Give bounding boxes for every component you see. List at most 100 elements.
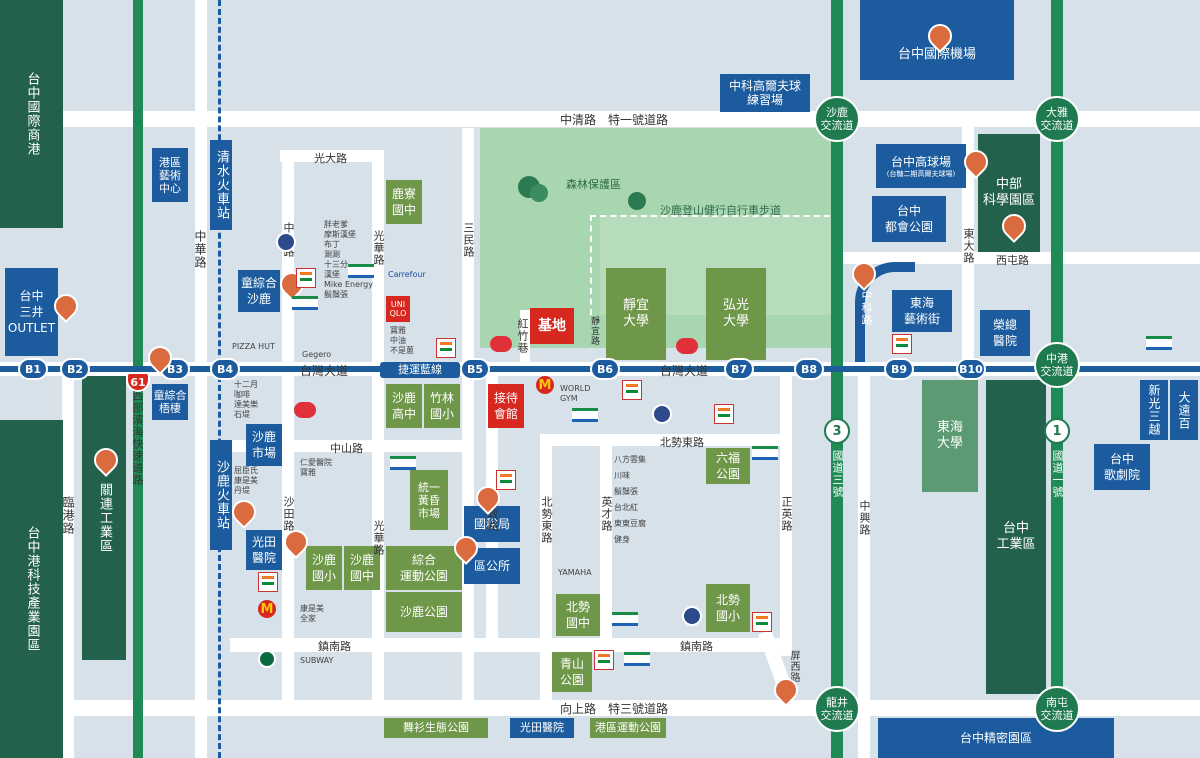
freeway-3-shield[interactable]: 3 — [824, 418, 850, 444]
zhennan-road-label-2: 鎮南路 — [680, 640, 713, 653]
tongyi-market[interactable]: 統一 黃昏 市場 — [410, 470, 448, 530]
guangtian-hospital[interactable]: 光田 醫院 — [246, 530, 282, 570]
shop-list-6: 康是美 全家 — [300, 604, 324, 623]
wushe-eco-park[interactable]: 舞衫生態公園 — [384, 718, 488, 738]
yingcai-road — [600, 440, 612, 640]
guangtian-hospital-bottom[interactable]: 光田醫院 — [510, 718, 574, 738]
zhongqing-road-label: 中清路 特一號道路 — [560, 113, 669, 127]
yamaha-label: YAMAHA — [558, 568, 592, 577]
shatian-road-label: 沙田路 — [282, 496, 295, 532]
tunghai-art-street[interactable]: 東海 藝術街 — [892, 290, 952, 332]
station-b5[interactable]: B5 — [460, 358, 490, 380]
shalu-senior-high[interactable]: 沙鹿 高中 — [386, 384, 422, 428]
freeway-1-shield[interactable]: 1 — [1044, 418, 1070, 444]
port-industry-park[interactable]: 台中港科技產業園區 — [0, 420, 63, 758]
freeway-3 — [831, 0, 843, 758]
reception-center[interactable]: 接待 會館 — [488, 384, 524, 428]
station-b7[interactable]: B7 — [724, 358, 754, 380]
zhennan-road — [230, 638, 790, 652]
taichung-port[interactable]: 台中國際商港 — [0, 0, 63, 228]
sports-park[interactable]: 綜合 運動公園 — [386, 546, 462, 590]
landmark-marker-icon[interactable] — [227, 495, 261, 529]
station-b1[interactable]: B1 — [18, 358, 48, 380]
familymart-icon — [390, 456, 416, 470]
zhongxing-road-label: 中興路 — [858, 500, 871, 536]
station-b4[interactable]: B4 — [210, 358, 240, 380]
shop-list-1: 胖老爹 摩斯漢堡 布丁 涮涮 十三分 漢堡 Mike Energy 鬍鬚張 — [324, 220, 373, 299]
qingshui-station[interactable]: 清水火車站 — [210, 140, 232, 230]
station-b6[interactable]: B6 — [590, 358, 620, 380]
child-hospital-wuqi[interactable]: 童綜合 梧棲 — [152, 384, 188, 420]
liufu-park[interactable]: 六福 公園 — [706, 448, 750, 484]
shalu-junior-high[interactable]: 沙鹿 國中 — [344, 546, 380, 590]
port-art-center[interactable]: 港區 藝術 中心 — [152, 148, 188, 202]
zhongke-road-label: 中科路 — [860, 290, 873, 326]
far-eastern-department[interactable]: 大遠百 — [1170, 380, 1198, 440]
tree-icon — [628, 192, 646, 210]
golf-course-name: 台中高球場 — [890, 154, 951, 169]
hungkuang-university[interactable]: 弘光 大學 — [706, 268, 766, 360]
xitun-road-label: 西屯路 — [996, 254, 1029, 267]
port-sports-park[interactable]: 港區運動公園 — [590, 718, 666, 738]
mitsui-outlet[interactable]: 台中 三井 OUTLET — [5, 268, 58, 356]
shalu-elementary[interactable]: 沙鹿 國小 — [306, 546, 342, 590]
daya-interchange[interactable]: 大雅 交流道 — [1034, 96, 1080, 142]
tax-bureau[interactable]: 國稅局 — [464, 506, 520, 542]
gegero-label: Gegero — [302, 350, 332, 359]
shalu-park[interactable]: 沙鹿公園 — [386, 592, 462, 632]
station-b2[interactable]: B2 — [60, 358, 90, 380]
mcdonalds-icon: M — [536, 376, 554, 394]
carrefour-label: Carrefour — [388, 270, 426, 279]
freeway-1-label: 國道一號 — [1051, 450, 1064, 498]
seven-eleven-icon — [594, 650, 614, 670]
rtmart-icon — [652, 404, 672, 424]
zhonghua-road-label: 中華路 — [193, 230, 207, 269]
zhengying-road-label: 正英路 — [780, 496, 793, 532]
xiangshang-road — [0, 700, 1200, 716]
shalu-interchange[interactable]: 沙鹿 交流道 — [814, 96, 860, 142]
precision-park[interactable]: 台中精密園區 — [878, 718, 1114, 758]
beishi-junior-high[interactable]: 北勢 國中 — [556, 594, 600, 636]
taichung-industrial-zone[interactable]: 台中 工業區 — [986, 380, 1046, 694]
hilife-icon — [490, 336, 512, 352]
guanghua-road-label: 光華路 — [372, 230, 385, 266]
sanmin-road-label: 三民路 — [462, 222, 475, 258]
shalu-market[interactable]: 沙鹿 市場 — [246, 424, 282, 466]
zhonggang-interchange[interactable]: 中港 交流道 — [1034, 342, 1080, 388]
development-site[interactable]: 基地 — [530, 308, 574, 344]
hilife-icon — [294, 402, 316, 418]
shalu-station[interactable]: 沙鹿火車站 — [210, 440, 232, 550]
metropolitan-park[interactable]: 台中 都會公園 — [872, 196, 946, 242]
zhulin-elementary[interactable]: 竹林 國小 — [424, 384, 460, 428]
providence-university[interactable]: 靜宜 大學 — [606, 268, 666, 360]
beishi-dong-road-label: 北勢東路 — [660, 436, 704, 449]
national-theater[interactable]: 台中 歌劇院 — [1094, 444, 1150, 490]
lulu-junior-high[interactable]: 鹿寮 國中 — [386, 180, 422, 224]
hongzhu-lane-label: 紅竹巷 — [516, 318, 529, 354]
station-b10[interactable]: B10 — [956, 358, 986, 380]
shop-list-3: 十二月 咖啡 達美樂 石堤 — [234, 380, 258, 419]
station-b8[interactable]: B8 — [794, 358, 824, 380]
guanlian-industrial[interactable]: 關連工業區 — [82, 376, 126, 660]
guangda-road-label: 光大路 — [314, 152, 347, 165]
golf-practice-range[interactable]: 中科高爾夫球 練習場 — [720, 74, 810, 112]
qingshan-park[interactable]: 青山 公園 — [552, 652, 592, 692]
forest-label: 森林保護區 — [566, 178, 621, 191]
child-hospital-shalu[interactable]: 童綜合 沙鹿 — [238, 270, 280, 312]
tunghai-university[interactable]: 東海 大學 — [922, 380, 978, 492]
shop-list-2: 寶雅 中油 不是蔥 — [390, 326, 414, 355]
zhonghua-road — [195, 0, 207, 758]
brt-label: 捷運藍線 — [380, 362, 460, 378]
seven-eleven-icon — [622, 380, 642, 400]
nantun-interchange[interactable]: 南屯 交流道 — [1034, 686, 1080, 732]
highway-61-shield[interactable]: 61 — [126, 372, 150, 392]
shin-kong-mitsukoshi[interactable]: 新光三越 — [1140, 380, 1168, 440]
beishi-elementary[interactable]: 北勢 國小 — [706, 584, 750, 632]
dongda-road-label: 東大路 — [962, 228, 975, 264]
seven-eleven-icon — [258, 572, 278, 592]
station-b9[interactable]: B9 — [884, 358, 914, 380]
veterans-hospital[interactable]: 榮總 醫院 — [980, 310, 1030, 356]
longjing-interchange[interactable]: 龍井 交流道 — [814, 686, 860, 732]
taichung-golf-course[interactable]: 台中高球場 (台糖二期高爾夫球場) — [876, 144, 966, 188]
